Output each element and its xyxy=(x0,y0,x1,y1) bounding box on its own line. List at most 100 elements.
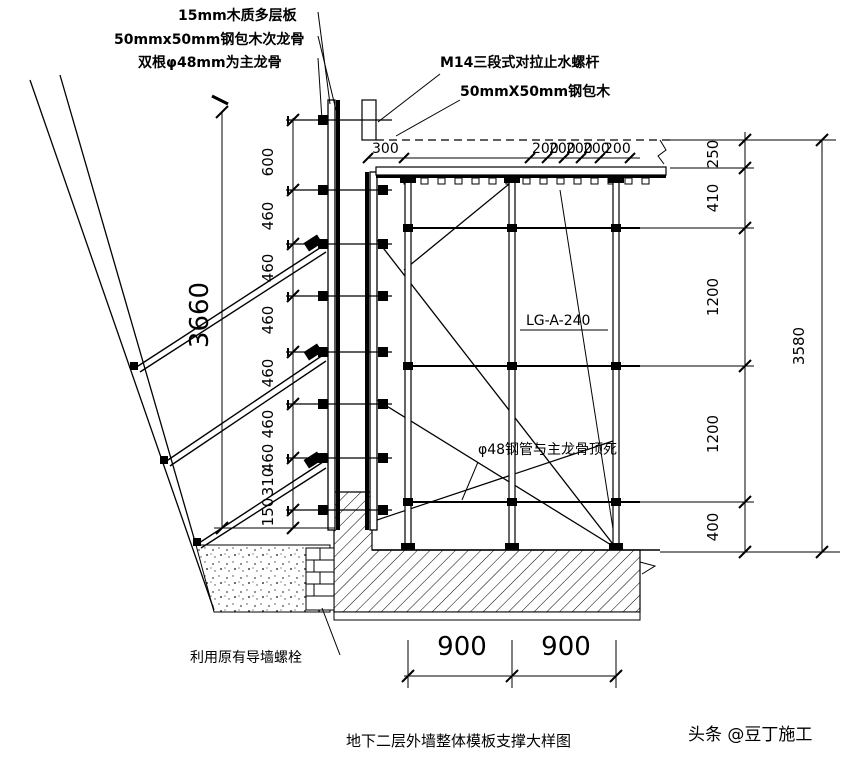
dim-bottom-2: 900 xyxy=(541,632,591,662)
dim-tick xyxy=(286,237,300,251)
dim-top-5: 200 xyxy=(604,141,631,157)
label-pipe-note: φ48钢管与主龙骨顶死 xyxy=(478,442,617,458)
top-dimension-chain: 300 200 200 200 200 200 xyxy=(362,141,640,164)
slab-joist xyxy=(556,177,565,185)
tie-nut-outer xyxy=(318,399,328,409)
post-coupler xyxy=(507,498,517,506)
scaffold-frame xyxy=(376,178,640,550)
slab-joist xyxy=(641,177,650,185)
dim-tick xyxy=(624,152,636,164)
dim-tick xyxy=(524,152,536,164)
left-dimension-chain: 600 460 460 460 460 460 460 310 150 3660 xyxy=(185,105,335,535)
tie-nut-outer xyxy=(318,347,328,357)
dim-left-3: 460 xyxy=(259,254,277,283)
dim-tick xyxy=(286,503,300,517)
dim-right-4: 1200 xyxy=(704,415,722,453)
label-anchor-bolt: 利用原有导墙螺栓 xyxy=(190,650,302,666)
post-base xyxy=(505,543,519,550)
dim-tick xyxy=(558,152,570,164)
bottom-dimension-chain: 900 900 xyxy=(401,632,623,688)
dim-left-8: 310 xyxy=(259,468,277,497)
slab-joist xyxy=(522,177,531,185)
slab-joist xyxy=(590,177,599,185)
slab-joist xyxy=(471,177,480,185)
tie-nut-outer xyxy=(318,239,328,249)
dim-top-3: 200 xyxy=(566,141,593,157)
brick-guide-wall xyxy=(305,547,335,611)
tie-nut-inner xyxy=(378,347,388,357)
slab-joist xyxy=(488,177,497,185)
right-dimension-chain: 250 410 1200 1200 400 3580 xyxy=(640,132,840,559)
label-tie-rod: M14三段式对拉止水螺杆 xyxy=(440,54,599,71)
label-scaffold: LG-A-240 xyxy=(526,313,590,329)
post-coupler xyxy=(403,362,413,370)
excavation-slope xyxy=(29,74,331,613)
slope-braces xyxy=(130,94,327,549)
dim-tick xyxy=(286,183,300,197)
tie-nut-outer xyxy=(318,453,328,463)
slab-joist xyxy=(624,177,633,185)
dim-right-3: 1200 xyxy=(704,278,722,316)
dim-tick xyxy=(594,152,606,164)
slab-joist xyxy=(420,177,429,185)
tie-nut-outer xyxy=(318,185,328,195)
dim-tick xyxy=(286,113,300,127)
post-head xyxy=(504,178,520,183)
post-coupler xyxy=(507,362,517,370)
dim-top-1: 200 xyxy=(532,141,559,157)
dim-right-total: 3580 xyxy=(790,327,808,365)
gravel-fill xyxy=(195,544,331,613)
outer-formwork xyxy=(327,99,340,531)
dim-top-offset: 300 xyxy=(372,141,399,157)
post-coupler xyxy=(403,498,413,506)
label-main-joist: 双根φ48mm为主龙骨 xyxy=(138,54,282,71)
inner-formwork xyxy=(361,99,378,531)
tie-nut-inner xyxy=(378,505,388,515)
post-base xyxy=(401,543,415,550)
dim-left-6: 460 xyxy=(259,410,277,439)
label-secondary-joist: 50mmx50mm钢包木次龙骨 xyxy=(114,31,304,48)
label-plywood: 15mm木质多层板 xyxy=(178,7,298,24)
tie-nut-outer xyxy=(318,291,328,301)
scaffold-tag: LG-A-240 xyxy=(520,313,608,331)
post-head xyxy=(608,178,624,183)
dim-left-5: 460 xyxy=(259,359,277,388)
label-steel-wood: 50mmX50mm钢包木 xyxy=(460,83,611,100)
tie-nut-inner xyxy=(378,239,388,249)
dim-left-2: 460 xyxy=(259,202,277,231)
post-coupler xyxy=(611,498,621,506)
dim-tick xyxy=(286,451,300,465)
dim-left-1: 600 xyxy=(259,148,277,177)
dim-bottom-1: 900 xyxy=(437,632,487,662)
dim-tick xyxy=(541,152,553,164)
post-base xyxy=(609,543,623,550)
dim-left-7: 460 xyxy=(259,444,277,473)
post-coupler xyxy=(403,224,413,232)
dim-right-5: 400 xyxy=(704,513,722,542)
dim-right-1: 250 xyxy=(704,140,722,169)
dim-top-4: 200 xyxy=(583,141,610,157)
post-head xyxy=(400,178,416,183)
slab-joist xyxy=(539,177,548,185)
drawing-caption: 地下二层外墙整体模板支撑大样图 xyxy=(346,732,571,750)
dim-tick xyxy=(286,397,300,411)
post-coupler xyxy=(611,224,621,232)
tie-nut-inner xyxy=(378,453,388,463)
dim-tick xyxy=(398,152,410,164)
dim-top-2: 200 xyxy=(549,141,576,157)
dim-tick xyxy=(286,345,300,359)
slab-joist xyxy=(573,177,582,185)
dim-left-total: 3660 xyxy=(185,282,215,348)
tie-nut-outer xyxy=(318,115,328,125)
callout-leaders xyxy=(317,11,479,656)
top-slab-formwork xyxy=(375,139,670,185)
dim-tick xyxy=(575,152,587,164)
dim-left-4: 460 xyxy=(259,306,277,335)
post-coupler xyxy=(611,362,621,370)
slab-joist xyxy=(454,177,463,185)
dim-tick xyxy=(286,289,300,303)
tie-nut-inner xyxy=(378,185,388,195)
tie-nut-outer xyxy=(318,505,328,515)
watermark: 头条 @豆丁施工 xyxy=(688,725,812,745)
